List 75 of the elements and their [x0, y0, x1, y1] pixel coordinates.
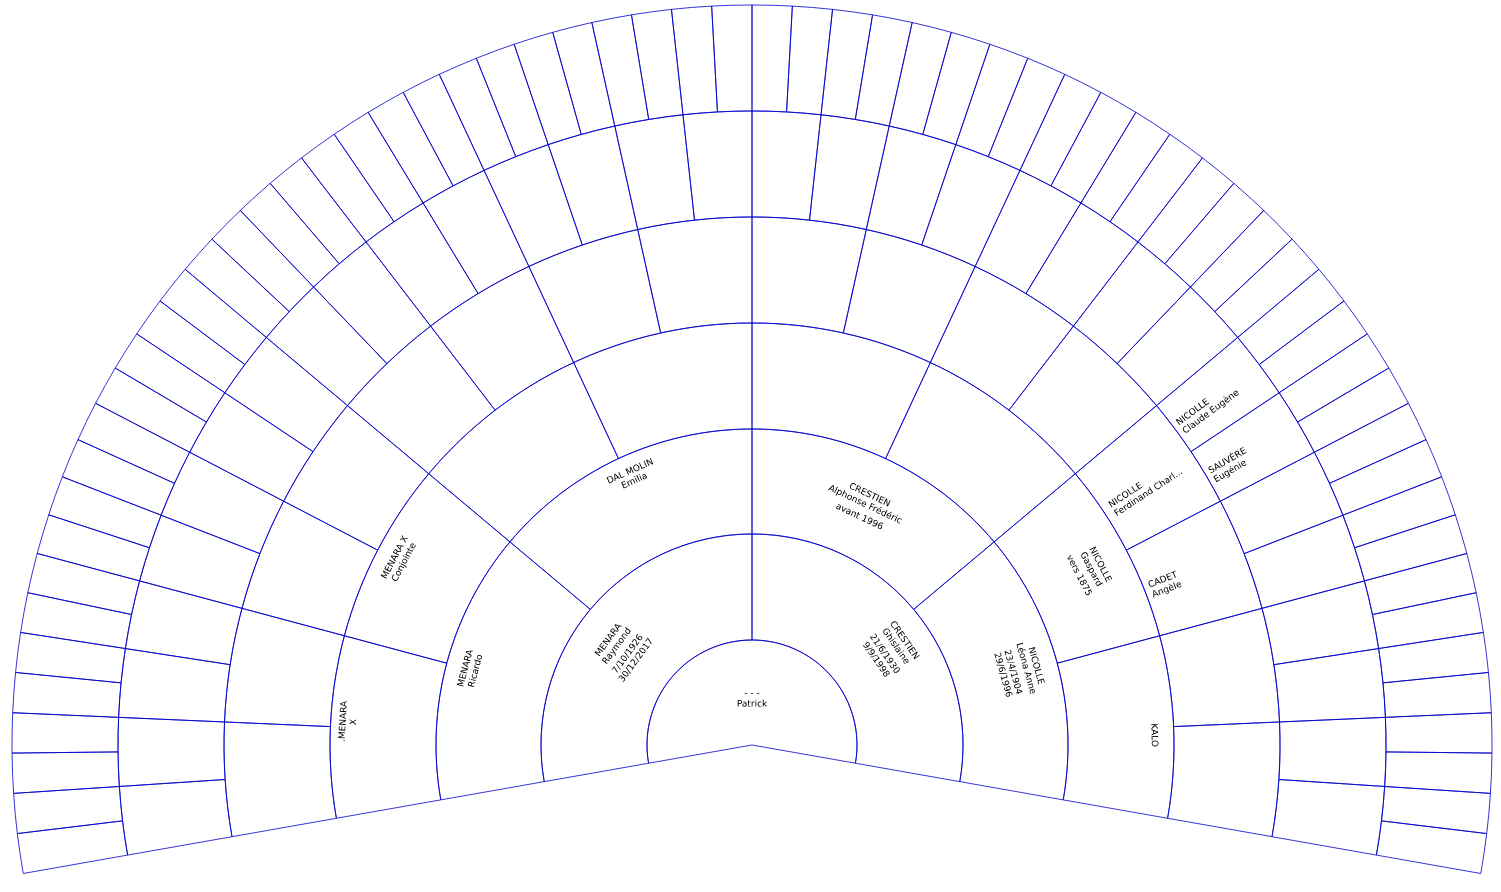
ancestor-cell	[1167, 721, 1281, 838]
ancestor-cell	[1278, 333, 1390, 423]
ancestor-cell	[11, 751, 120, 794]
ancestor-cell	[438, 57, 517, 171]
ancestor-cell	[16, 820, 129, 874]
ancestor-cell	[513, 31, 582, 146]
ancestor-cell	[1329, 439, 1443, 516]
ancestor-cell	[48, 476, 162, 549]
ancestor-cell	[955, 43, 1029, 158]
ancestor-cell	[671, 5, 718, 116]
ancestor-cell	[77, 402, 191, 484]
ancestor-cell	[1214, 238, 1320, 338]
ancestor-cell	[95, 367, 207, 453]
ancestor-cell	[12, 672, 122, 718]
ancestor-cell	[751, 4, 793, 113]
ancestor-cell	[1364, 553, 1477, 615]
ancestor-cell	[1080, 111, 1171, 223]
ancestor-cell	[13, 786, 123, 834]
ancestor-cell	[1258, 300, 1368, 394]
ancestor-cell	[114, 333, 226, 423]
ancestor-cell	[1137, 157, 1235, 265]
ancestor-cell	[211, 210, 314, 312]
ancestor-cell	[591, 14, 650, 127]
ancestor-cell	[1378, 632, 1489, 684]
ancestor-cell	[119, 779, 233, 856]
ancestor-cell: .MENARA X	[329, 635, 448, 819]
ancestor-cell	[475, 43, 549, 158]
ancestor-cell	[301, 133, 395, 243]
ancestor-cell	[1271, 779, 1386, 856]
ancestor-cell	[1372, 592, 1484, 649]
ancestor-cell	[929, 266, 1074, 411]
ancestor-cell	[36, 514, 150, 582]
ancestor-cell	[159, 268, 267, 365]
ancestor-cell	[786, 5, 833, 116]
ancestor-cell	[922, 31, 991, 146]
ancestor-cell	[1342, 476, 1456, 549]
ancestor-cell	[61, 439, 175, 516]
ancestor-cell	[367, 91, 454, 204]
ancestor-cell	[1381, 786, 1491, 834]
ancestor-cell	[631, 8, 684, 120]
ancestor-cell	[1314, 402, 1427, 484]
ancestor-cell	[1354, 514, 1468, 582]
ancestor-cell	[1376, 820, 1488, 874]
ancestor-cell	[987, 57, 1066, 171]
ancestor-cell	[1237, 268, 1345, 365]
ancestor-cell	[1297, 367, 1409, 453]
ancestor-cell	[1159, 607, 1280, 727]
ancestor-cell	[751, 216, 867, 334]
ancestor-cell	[854, 14, 913, 127]
ancestor-cell	[1190, 210, 1293, 312]
ancestor-cell	[637, 216, 753, 334]
ancestor-cell	[1019, 73, 1102, 187]
ancestor-cell	[20, 592, 132, 649]
ancestor-cell	[333, 111, 424, 223]
ancestor-cell	[136, 300, 246, 394]
ancestor-cell	[682, 110, 753, 221]
ancestor-cell	[1109, 133, 1203, 243]
ancestor-cell	[239, 182, 340, 288]
ancestor-cell	[402, 73, 485, 187]
ancestor-cell	[124, 580, 243, 666]
ancestor-cell	[552, 22, 616, 135]
ancestor-cell	[184, 238, 290, 338]
ancestor-cell	[269, 157, 367, 265]
ancestor-cell	[1385, 712, 1493, 754]
ancestor-cell	[888, 22, 952, 135]
ancestor-cell	[1164, 182, 1265, 288]
ancestor-cell: KALO	[1056, 635, 1175, 819]
ancestor-cell	[15, 632, 126, 684]
ancestor-cell	[27, 553, 140, 615]
ancestor-cell	[11, 712, 119, 754]
ancestor-cell	[1050, 91, 1137, 204]
ancestor-cell	[711, 4, 753, 113]
ancestor-cell	[820, 9, 873, 120]
ancestor-cell	[1382, 672, 1492, 718]
ancestor-cell	[1384, 751, 1493, 794]
